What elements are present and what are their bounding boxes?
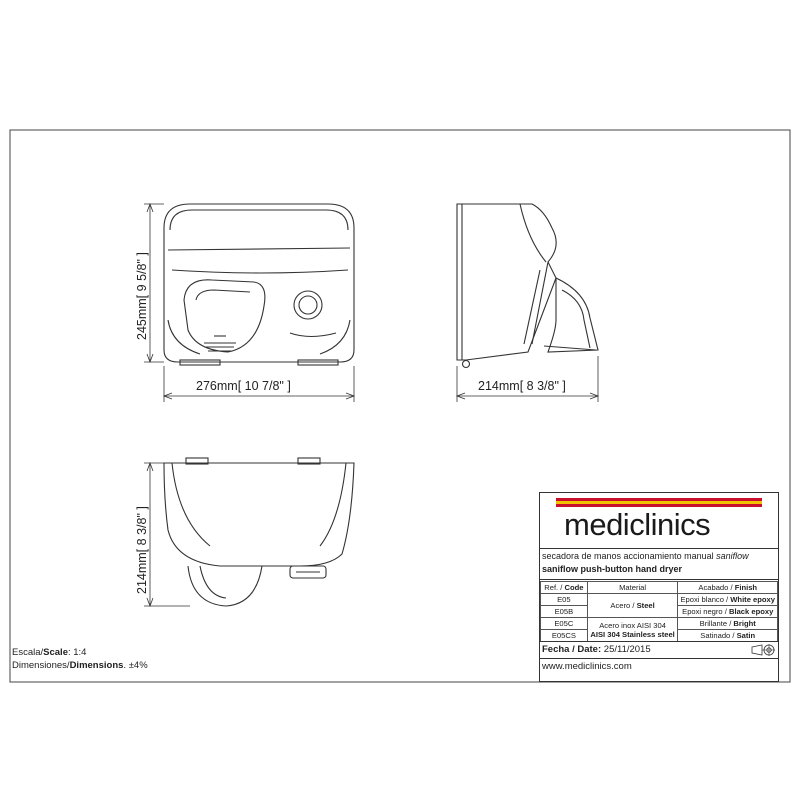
cell-finish: Epoxi blanco / White epoxy bbox=[677, 593, 778, 606]
date-value: 25/11/2015 bbox=[603, 644, 651, 655]
front-height-label: 245mm[ 9 5/8" ] bbox=[135, 252, 149, 340]
brand-logo-clinics: clinics bbox=[629, 507, 711, 542]
dimensions-label: Dimensiones/ bbox=[12, 660, 70, 671]
cell-code: E05CS bbox=[540, 629, 588, 642]
side-depth-label: 214mm[ 8 3/8" ] bbox=[478, 379, 566, 393]
divider bbox=[540, 641, 778, 642]
front-height-dimension bbox=[144, 202, 164, 364]
date-row: Fecha / Date: 25/11/2015 bbox=[542, 644, 651, 655]
front-width-label: 276mm[ 10 7/8" ] bbox=[196, 379, 291, 393]
scale-label: Escala/ bbox=[12, 647, 44, 658]
brand-stripe-red-bottom bbox=[556, 504, 762, 507]
brand-area: mediclinics bbox=[540, 493, 778, 549]
cell-material-steel: Acero / Steel bbox=[586, 593, 679, 618]
front-width-dimension bbox=[162, 366, 356, 402]
description-es-text: secadora de manos accionamiento manual bbox=[542, 551, 717, 561]
dimensions-label-en: Dimensions bbox=[69, 660, 124, 671]
side-depth-dimension bbox=[455, 356, 600, 402]
website-link: www.mediclinics.com bbox=[542, 661, 632, 672]
header-material: Material bbox=[586, 581, 679, 594]
scale-value: : 1:4 bbox=[67, 647, 87, 658]
scale-note: Escala/Scale: 1:4 bbox=[12, 647, 86, 658]
title-block: mediclinics secadora de manos accionamie… bbox=[539, 492, 779, 682]
header-code: Ref. / Code bbox=[540, 581, 588, 594]
dimensions-note: Dimensiones/Dimensions. ±4% bbox=[12, 660, 148, 671]
divider bbox=[540, 658, 778, 659]
cell-finish: Satinado / Satin bbox=[677, 629, 778, 642]
cell-finish: Brillante / Bright bbox=[677, 617, 778, 630]
brand-stripe-yellow bbox=[556, 501, 762, 504]
description-es-model: saniflow bbox=[716, 551, 749, 561]
description-en: saniflow push-button hand dryer bbox=[542, 564, 682, 574]
cell-code: E05B bbox=[540, 605, 588, 618]
cell-code: E05 bbox=[540, 593, 588, 606]
reference-table: Ref. / Code Material Acabado / Finish E0… bbox=[540, 581, 778, 642]
top-view bbox=[163, 457, 355, 607]
top-depth-label: 214mm[ 8 3/8" ] bbox=[135, 506, 149, 594]
tolerance-value: . ±4% bbox=[123, 660, 148, 671]
cell-code: E05C bbox=[540, 617, 588, 630]
divider bbox=[540, 579, 778, 580]
scale-label-en: Scale bbox=[43, 647, 68, 658]
description-es: secadora de manos accionamiento manual s… bbox=[542, 551, 749, 561]
header-finish: Acabado / Finish bbox=[677, 581, 778, 594]
top-depth-dimension bbox=[144, 461, 190, 608]
front-view bbox=[163, 203, 355, 366]
table-row: E05 Acero / Steel Epoxi blanco / White e… bbox=[540, 593, 778, 618]
divider bbox=[540, 548, 778, 549]
cell-finish: Epoxi negro / Black epoxy bbox=[677, 605, 778, 618]
projection-symbol-icon bbox=[751, 644, 775, 656]
sheet-border bbox=[9, 129, 791, 683]
brand-stripe-red-top bbox=[556, 498, 762, 501]
date-label: Fecha / Date: bbox=[542, 644, 602, 655]
brand-logo-medi: medi bbox=[564, 507, 630, 542]
reference-table-header: Ref. / Code Material Acabado / Finish bbox=[540, 581, 778, 594]
brand-logo: mediclinics bbox=[564, 507, 711, 543]
side-view bbox=[456, 203, 599, 369]
